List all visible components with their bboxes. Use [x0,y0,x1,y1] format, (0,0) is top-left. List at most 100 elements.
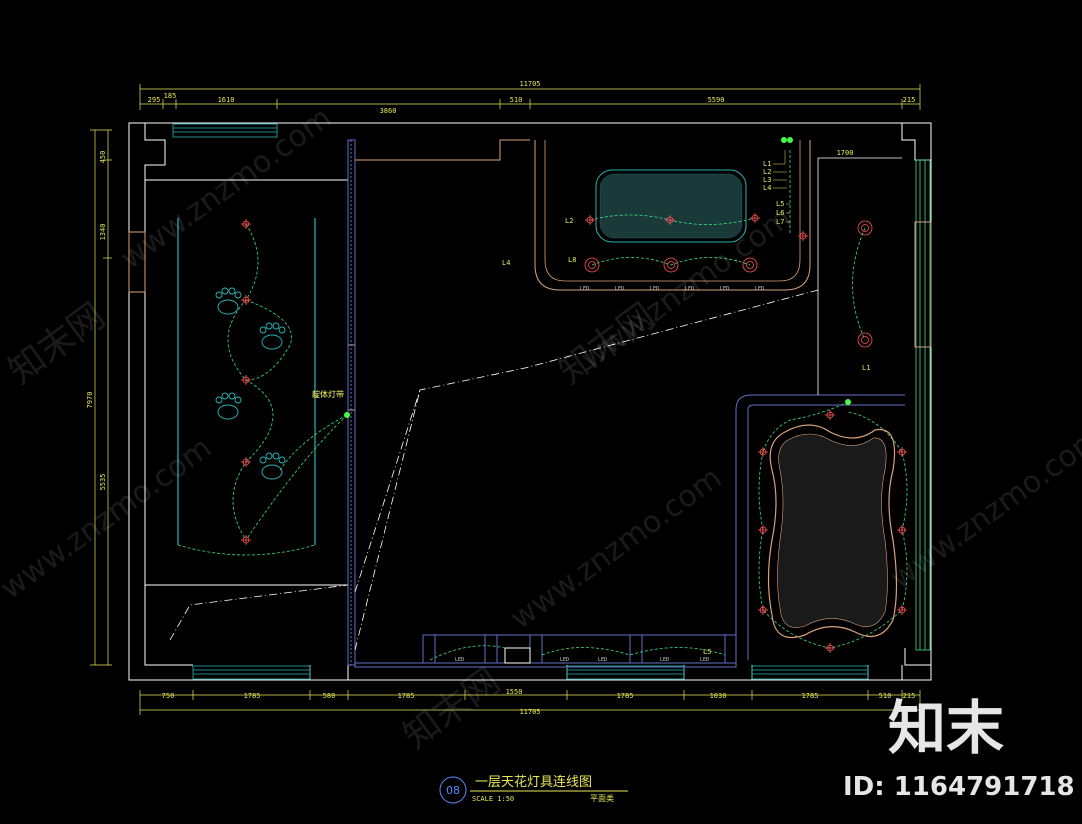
spotlight [584,257,600,273]
dim-top-total: 11705 [519,80,540,88]
dim-bottom-9: 510 [879,692,892,700]
led-label: LED [720,286,729,292]
drawing-scale: SCALE 1:50 [472,795,514,803]
downlight [241,535,251,545]
legend-leaders [773,150,790,223]
dim-top-4: 3860 [380,107,397,115]
tag-l5: L5 [703,648,711,656]
windows [172,123,931,680]
organic-ceiling [767,424,898,639]
dim-top-3: 1610 [218,96,235,104]
watermark-site: www.znzmo.com [884,420,1082,596]
led-label: LED [615,286,624,292]
tag-light-strip: 靛体灯带 [312,389,344,399]
switch-top-1 [781,137,787,143]
downlight [798,231,808,241]
dim-top-1: 295 [148,96,161,104]
dim-bottom-1: 750 [162,692,175,700]
brand-logo-text: 知末 [888,694,1004,762]
right-room-wiring [429,227,908,661]
drawing-number: 08 [446,784,460,797]
room-lines [169,157,902,651]
watermark-cn: 知末网 [1,296,112,393]
switch-right [845,399,851,405]
dim-interior-1700: 1700 [837,149,854,157]
dim-bottom-10: 215 [903,692,916,700]
tag-legend-l2: L2 [763,168,771,176]
tag-l8: L8 [568,256,576,264]
spotlight [857,220,873,236]
downlight [750,213,760,223]
downlight [758,605,768,615]
downlight [585,215,595,225]
dim-bottom-5: 1550 [506,688,523,696]
dim-left-1: 450 [99,151,107,164]
tag-legend-l7: L7 [776,218,784,226]
watermark-site: www.znzmo.com [0,430,218,606]
led-label: LED [580,286,589,292]
led-labels: LED LED LED LED LED LED LED LED LED LED … [455,286,764,663]
downlight [241,295,251,305]
dim-bottom-7: 1030 [710,692,727,700]
dimension-lines [90,84,921,715]
downlight [825,643,835,653]
led-label: LED [560,657,569,663]
dim-bottom-3: 580 [323,692,336,700]
dim-left-total: 7970 [86,392,94,409]
tag-l2: L2 [565,217,573,225]
watermark-cn: 知末网 [396,661,507,758]
led-label: LED [650,286,659,292]
downlight [758,525,768,535]
dimension-texts: 11705 295 185 1610 3860 510 5590 215 750… [86,80,915,716]
tag-legend-l6: L6 [776,209,784,217]
downlight [241,219,251,229]
image-id: ID: 1164791718 [843,772,1075,802]
downlight [897,525,907,535]
dim-bottom-2: 1785 [244,692,261,700]
paw-print-decorations [215,287,286,480]
switch-top-2 [787,137,793,143]
interior-walls [347,139,905,668]
watermark-site: www.znzmo.com [114,100,338,276]
downlight [241,457,251,467]
led-label: LED [660,657,669,663]
dim-left-2: 1340 [99,224,107,241]
led-label: LED [455,657,464,663]
dim-bottom-6: 1785 [617,692,634,700]
downlight [665,215,675,225]
downlight [897,447,907,457]
dim-bottom-total: 11705 [519,708,540,716]
left-ceiling-frame [177,218,316,556]
drawing-subtitle: 平面类 [590,793,614,803]
dim-left-3: 5535 [99,474,107,491]
drawing-number-circle [439,776,467,804]
led-label: LED [598,657,607,663]
spotlight [742,257,758,273]
light-fixtures [241,213,907,653]
dim-bottom-8: 1785 [802,692,819,700]
downlight [758,447,768,457]
dim-top-5: 510 [510,96,523,104]
spotlight [857,332,873,348]
downlight [241,375,251,385]
tag-legend-l5: L5 [776,200,784,208]
watermark-site: www.znzmo.com [504,460,728,636]
circuit-tags: L2 L8 L4 L1 L5 L1 L2 L3 L4 L5 L6 L7 靛体灯带 [312,160,870,656]
dim-bottom-4: 1785 [398,692,415,700]
tag-legend-l1: L1 [763,160,771,168]
downlight [897,605,907,615]
watermark-cn: 知末网 [551,296,662,393]
led-label: LED [685,286,694,292]
led-label: LED [700,657,709,663]
led-label: LED [755,286,764,292]
spotlight [663,257,679,273]
tag-legend-l4: L4 [763,184,771,192]
dim-top-7: 215 [903,96,916,104]
dim-top-2: 185 [164,92,177,100]
tag-l1: L1 [862,364,870,372]
switch-left [344,412,350,418]
dim-top-6: 5590 [708,96,725,104]
drawing-title: 一层天花灯具连线图 [475,774,592,790]
tag-legend-l3: L3 [763,176,771,184]
